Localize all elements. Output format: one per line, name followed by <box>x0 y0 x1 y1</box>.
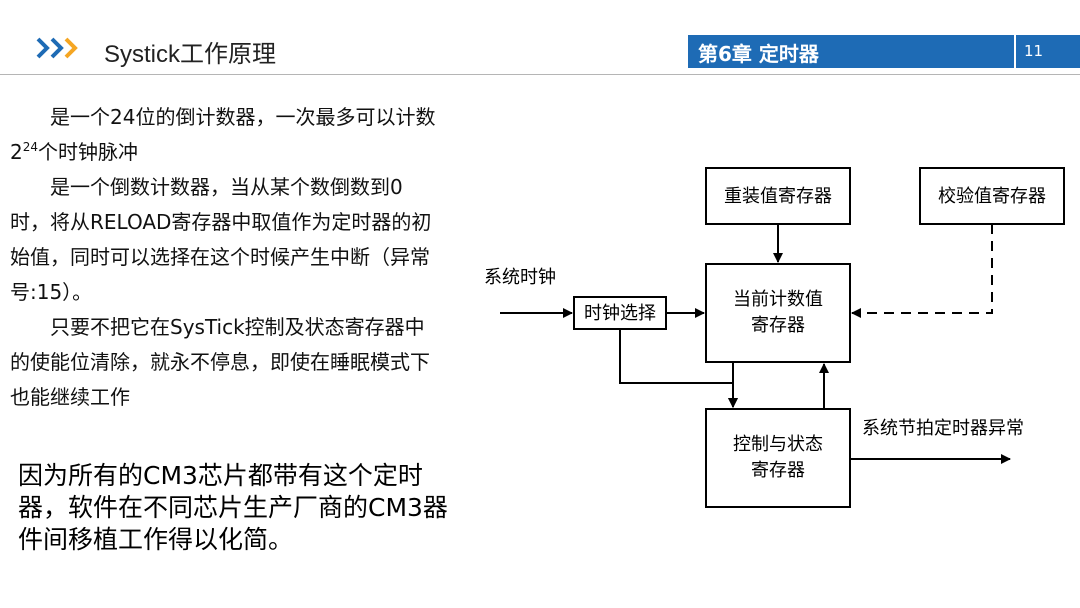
p1-text-b: 个时钟脉冲 <box>38 140 139 164</box>
clock-select-label: 时钟选择 <box>584 303 656 324</box>
paragraph-counter-width: 是一个24位的倒计数器，一次最多可以计数224个时钟脉冲 <box>10 100 442 170</box>
clock-select-box <box>573 296 667 330</box>
paragraph-reload: 是一个倒数计数器，当从某个数倒数到0时，将从RELOAD寄存器中取值作为定时器的… <box>10 175 432 304</box>
reload-register-box <box>705 167 851 225</box>
highlight-text: 因为所有的CM3芯片都带有这个定时器，软件在不同芯片生产厂商的CM3器件间移植工… <box>18 461 448 554</box>
control-status-box <box>705 408 851 508</box>
calib-to-current-dashed-arrow <box>851 224 993 318</box>
banner-divider <box>1014 35 1016 68</box>
reload-register-label: 重装值寄存器 <box>724 186 832 207</box>
chapter-label: 第6章 定时器 <box>698 42 819 66</box>
header-rule <box>0 74 1080 75</box>
chapter-banner: 第6章 定时器 11 <box>688 35 1080 68</box>
calib-register-box <box>919 167 1065 225</box>
system-clock-label: 系统时钟 <box>484 267 556 288</box>
current-value-box <box>705 263 851 363</box>
p1-text-a: 是一个24位的倒计数器，一次最多可以计数2 <box>10 105 436 164</box>
current-value-label-2: 寄存器 <box>751 315 805 336</box>
paragraph-enable: 只要不把它在SysTick控制及状态寄存器中的使能位清除，就永不停息，即使在睡眠… <box>10 315 430 409</box>
systick-exception-label: 系统节拍定时器异常 <box>862 418 1024 439</box>
page-number: 11 <box>1024 42 1044 60</box>
chevron-arrows-icon <box>36 37 78 59</box>
current-value-label-1: 当前计数值 <box>733 289 823 310</box>
slide-title: Systick工作原理 <box>104 41 277 68</box>
p1-exponent: 24 <box>22 140 39 154</box>
control-status-label-2: 寄存器 <box>751 460 805 481</box>
calib-register-label: 校验值寄存器 <box>938 186 1046 207</box>
control-status-label-1: 控制与状态 <box>733 434 823 455</box>
